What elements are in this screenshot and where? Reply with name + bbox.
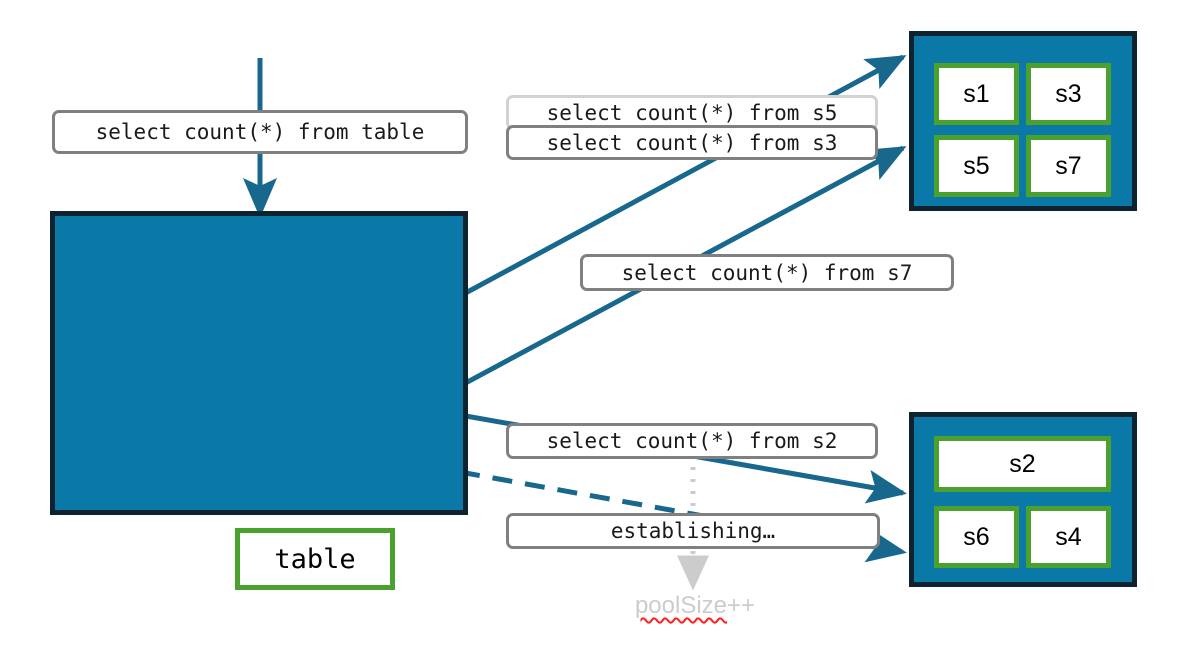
node-s2-label: s2 (1009, 449, 1036, 478)
node-s5-label: s5 (963, 151, 990, 180)
table-panel: table (50, 211, 468, 590)
node-s5[interactable]: s5 (934, 135, 1019, 197)
node-s3[interactable]: s3 (1026, 63, 1111, 125)
label-query-table: select count(*) from table (52, 110, 468, 154)
node-s7[interactable]: s7 (1026, 135, 1111, 197)
node-s1-label: s1 (963, 79, 990, 108)
annotation-poolsize-suffix: ++ (727, 592, 756, 619)
label-query-s3: select count(*) from s3 (506, 125, 878, 160)
label-establishing-text: establishing… (610, 519, 776, 543)
node-table[interactable]: table (235, 528, 395, 590)
label-establishing: establishing… (506, 513, 880, 549)
node-s7-label: s7 (1055, 151, 1082, 180)
annotation-poolsize: poolSize++ (600, 592, 790, 620)
label-query-s2: select count(*) from s2 (506, 423, 878, 459)
label-query-s2-text: select count(*) from s2 (546, 429, 838, 453)
node-s6[interactable]: s6 (934, 506, 1019, 568)
label-query-table-text: select count(*) from table (95, 120, 425, 144)
label-query-s7: select count(*) from s7 (580, 254, 954, 291)
annotation-poolsize-word: poolSize (634, 592, 728, 619)
node-s2[interactable]: s2 (934, 436, 1111, 492)
label-query-s3-text: select count(*) from s3 (546, 130, 838, 155)
node-s4[interactable]: s4 (1026, 506, 1111, 568)
node-s3-label: s3 (1055, 79, 1082, 108)
node-s1[interactable]: s1 (934, 63, 1019, 125)
node-s6-label: s6 (963, 522, 990, 551)
label-query-s5-text: select count(*) from s5 (546, 100, 838, 125)
label-query-s7-text: select count(*) from s7 (621, 260, 913, 285)
node-table-label: table (274, 543, 356, 575)
node-s4-label: s4 (1055, 522, 1082, 551)
